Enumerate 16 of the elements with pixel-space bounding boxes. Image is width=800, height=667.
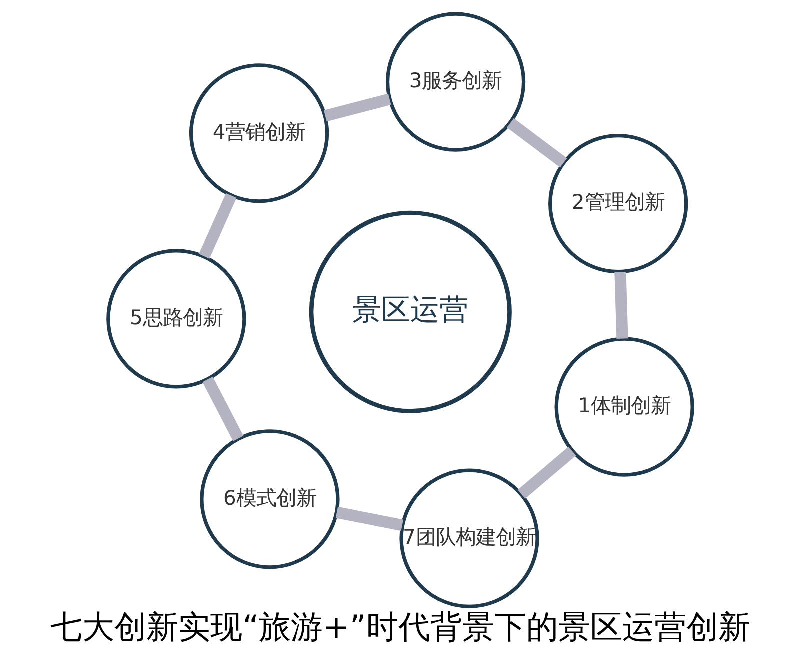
node-circle: 4营销创新	[188, 64, 329, 204]
node-circle: 1体制创新	[554, 337, 694, 477]
node-circle: 7团队构建创新	[399, 468, 539, 608]
connector	[614, 272, 628, 339]
connector	[202, 376, 244, 442]
node-circle: 2管理创新	[548, 134, 688, 274]
connector	[323, 94, 391, 122]
connector	[506, 118, 567, 168]
node-circle: 3服务创新	[385, 12, 526, 152]
caption: 七大创新实现“旅游+”时代背景下的景区运营创新	[50, 608, 750, 646]
connector	[335, 506, 403, 532]
connector	[517, 446, 576, 499]
node-circle: 景区运营	[308, 210, 512, 414]
connector	[198, 193, 236, 259]
node-circle: 5思路创新	[106, 249, 246, 389]
node-circle: 6模式创新	[200, 430, 340, 570]
